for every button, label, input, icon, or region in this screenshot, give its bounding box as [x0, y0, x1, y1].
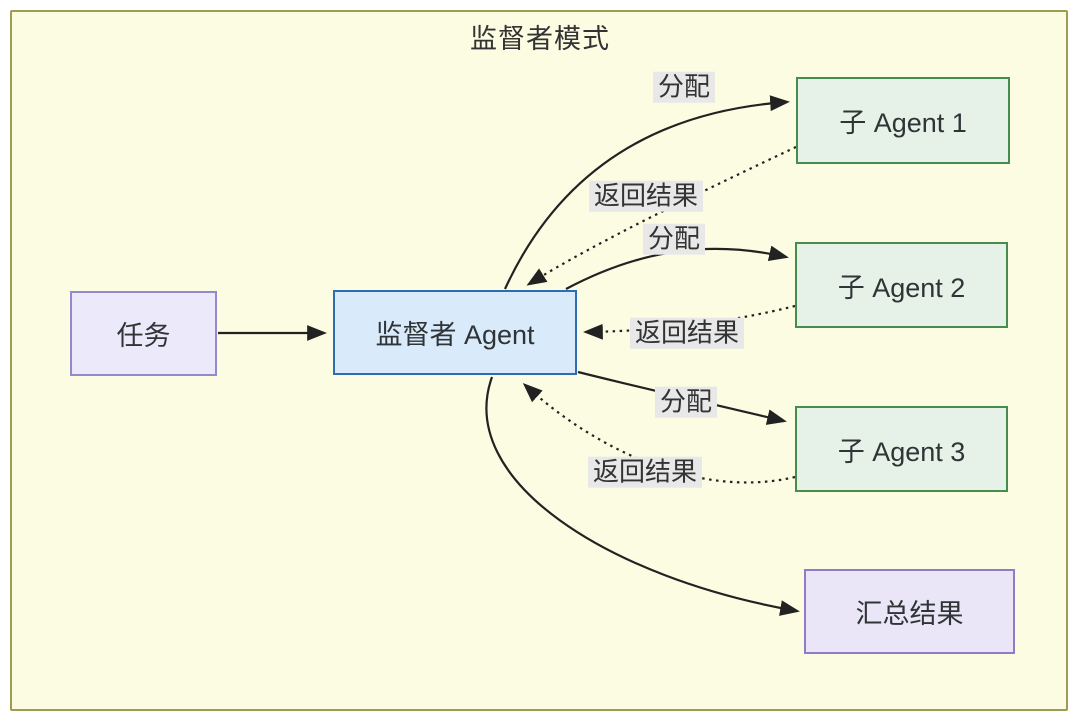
edge-supervisor-to-agent1: [504, 95, 790, 290]
edge-agent3-to-supervisor: [522, 382, 796, 484]
node-sub-agent-3: 子 Agent 3: [795, 406, 1008, 492]
edge-label-return-1: 返回结果: [588, 180, 704, 212]
node-sub-agent-1-label: 子 Agent 1: [839, 108, 967, 138]
node-sub-agent-2-label: 子 Agent 2: [837, 272, 966, 303]
node-supervisor-agent: 监督者 Agent: [333, 290, 577, 375]
node-summary-result: 汇总结果: [804, 569, 1015, 654]
edge-supervisor-to-result: [485, 376, 800, 616]
edge-label-assign-1: 分配: [652, 71, 716, 103]
node-sub-agent-3-label: 子 Agent 3: [837, 436, 966, 467]
edge-label-assign-2: 分配: [642, 223, 706, 255]
node-task-label: 任务: [116, 321, 171, 351]
node-sub-agent-1: 子 Agent 1: [796, 77, 1010, 164]
edge-label-assign-3: 分配: [654, 386, 718, 418]
node-task: 任务: [70, 291, 217, 376]
edge-label-return-3: 返回结果: [587, 456, 703, 488]
node-summary-result-label: 汇总结果: [855, 599, 964, 629]
diagram-title: 监督者模式: [470, 24, 610, 54]
node-supervisor-label: 监督者 Agent: [375, 320, 535, 350]
node-sub-agent-2: 子 Agent 2: [795, 242, 1008, 328]
edge-label-return-2: 返回结果: [629, 317, 745, 349]
edge-supervisor-to-agent2: [565, 245, 789, 290]
edge-agent1-to-supervisor: [526, 146, 797, 286]
